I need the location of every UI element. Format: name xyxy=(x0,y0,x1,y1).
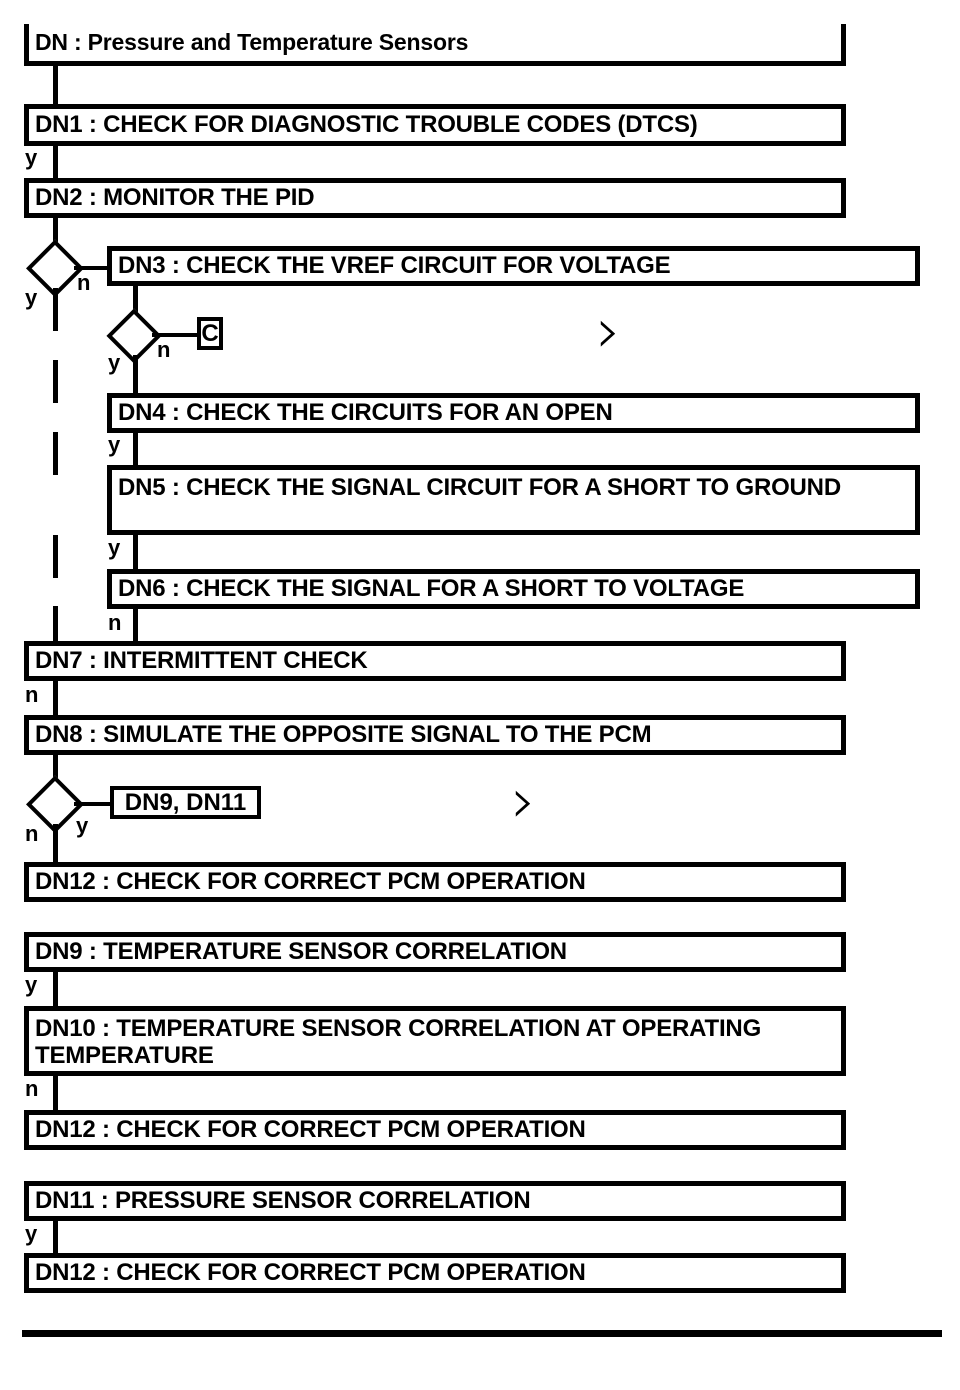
connector-dn10-to-dn12b xyxy=(53,1076,58,1110)
branch-label-dn1-yes: y xyxy=(25,145,38,170)
node-dn5[interactable]: DN5 : CHECK THE SIGNAL CIRCUIT FOR A SHO… xyxy=(107,465,920,535)
chevron-right-icon-top: › xyxy=(596,294,621,367)
node-dn10[interactable]: DN10 : TEMPERATURE SENSOR CORRELATION AT… xyxy=(24,1006,846,1076)
branch-label-decision2-no: n xyxy=(157,337,171,362)
node-dn4[interactable]: DN4 : CHECK THE CIRCUITS FOR AN OPEN xyxy=(107,393,920,433)
node-dn9-label: DN9 : TEMPERATURE SENSOR CORRELATION xyxy=(35,937,567,965)
offpage-connector-c-label: C xyxy=(201,319,219,347)
branch-label-dn4-yes: y xyxy=(108,432,121,457)
node-dn9[interactable]: DN9 : TEMPERATURE SENSOR CORRELATION xyxy=(24,932,846,972)
node-dn11[interactable]: DN11 : PRESSURE SENSOR CORRELATION xyxy=(24,1181,846,1221)
node-dn3[interactable]: DN3 : CHECK THE VREF CIRCUIT FOR VOLTAGE xyxy=(107,246,920,286)
node-dn12-a[interactable]: DN12 : CHECK FOR CORRECT PCM OPERATION xyxy=(24,862,846,902)
branch-label-decision2-yes: y xyxy=(108,350,121,375)
node-dn12-b-label: DN12 : CHECK FOR CORRECT PCM OPERATION xyxy=(35,1115,586,1143)
connector-dn9-to-dn10 xyxy=(53,972,58,1006)
decision-diamond-dn2[interactable] xyxy=(26,239,84,297)
connector-dn1-to-dn2 xyxy=(53,146,58,178)
branch-label-decision1-yes: y xyxy=(25,285,38,310)
connector-dn6-to-dn7 xyxy=(133,609,138,643)
connector-decision1-no-to-dn3 xyxy=(74,266,112,270)
node-dn12-c[interactable]: DN12 : CHECK FOR CORRECT PCM OPERATION xyxy=(24,1253,846,1293)
connector-dn2-to-decision1 xyxy=(53,218,58,248)
branch-label-dn7-no: n xyxy=(25,682,39,707)
connector-decision3-no-to-dn12a xyxy=(53,824,58,862)
node-dn3-label: DN3 : CHECK THE VREF CIRCUIT FOR VOLTAGE xyxy=(118,251,671,279)
node-dn-header[interactable]: DN : Pressure and Temperature Sensors xyxy=(24,24,846,66)
node-dn8[interactable]: DN8 : SIMULATE THE OPPOSITE SIGNAL TO TH… xyxy=(24,715,846,755)
connector-dn11-to-dn12c xyxy=(53,1221,58,1253)
trunk-yes-seg-1 xyxy=(53,288,58,331)
node-dn-header-label: DN : Pressure and Temperature Sensors xyxy=(35,28,469,55)
branch-label-dn11-yes: y xyxy=(25,1221,38,1246)
connector-decision3-yes-to-tag xyxy=(74,802,112,806)
connector-dn8-to-decision3 xyxy=(53,755,58,783)
node-dn1[interactable]: DN1 : CHECK FOR DIAGNOSTIC TROUBLE CODES… xyxy=(24,104,846,146)
offpage-connector-dn9-dn11[interactable]: DN9, DN11 xyxy=(110,786,261,819)
node-dn2-label: DN2 : MONITOR THE PID xyxy=(35,183,315,211)
trunk-yes-seg-3 xyxy=(53,432,58,475)
node-dn6[interactable]: DN6 : CHECK THE SIGNAL FOR A SHORT TO VO… xyxy=(107,569,920,609)
offpage-connector-dn9-dn11-label: DN9, DN11 xyxy=(124,788,247,816)
connector-header-to-dn1 xyxy=(53,66,58,104)
node-dn8-label: DN8 : SIMULATE THE OPPOSITE SIGNAL TO TH… xyxy=(35,720,652,748)
node-dn7-label: DN7 : INTERMITTENT CHECK xyxy=(35,646,368,674)
offpage-connector-c[interactable]: C xyxy=(197,317,223,350)
node-dn12-a-label: DN12 : CHECK FOR CORRECT PCM OPERATION xyxy=(35,867,586,895)
connector-dn7-to-dn8 xyxy=(53,681,58,715)
trunk-yes-seg-5 xyxy=(53,606,58,643)
trunk-yes-seg-2 xyxy=(53,360,58,403)
node-dn6-label: DN6 : CHECK THE SIGNAL FOR A SHORT TO VO… xyxy=(118,574,745,602)
branch-label-dn6-no: n xyxy=(108,610,122,635)
node-dn1-label: DN1 : CHECK FOR DIAGNOSTIC TROUBLE CODES… xyxy=(35,110,698,138)
node-dn11-label: DN11 : PRESSURE SENSOR CORRELATION xyxy=(35,1186,531,1214)
node-dn12-c-label: DN12 : CHECK FOR CORRECT PCM OPERATION xyxy=(35,1258,586,1286)
connector-dn4-to-dn5 xyxy=(133,433,138,465)
branch-label-decision1-no: n xyxy=(77,270,91,295)
branch-label-dn10-no: n xyxy=(25,1076,39,1101)
node-dn7[interactable]: DN7 : INTERMITTENT CHECK xyxy=(24,641,846,681)
connector-decision2-no-to-c xyxy=(152,333,198,337)
node-dn4-label: DN4 : CHECK THE CIRCUITS FOR AN OPEN xyxy=(118,398,613,426)
trunk-yes-seg-4 xyxy=(53,535,58,578)
connector-dn5-to-dn6 xyxy=(133,535,138,569)
connector-dn3-to-decision2 xyxy=(133,286,138,318)
chevron-right-icon-bottom: › xyxy=(511,764,536,837)
branch-label-decision3-yes: y xyxy=(76,813,89,838)
branch-label-dn5-yes: y xyxy=(108,535,121,560)
branch-label-dn9-yes: y xyxy=(25,972,38,997)
node-dn2[interactable]: DN2 : MONITOR THE PID xyxy=(24,178,846,218)
node-dn10-label: DN10 : TEMPERATURE SENSOR CORRELATION AT… xyxy=(35,1015,762,1069)
decision-diamond-dn8[interactable] xyxy=(26,775,84,833)
page-bottom-rule xyxy=(22,1330,942,1337)
node-dn5-label: DN5 : CHECK THE SIGNAL CIRCUIT FOR A SHO… xyxy=(118,474,841,501)
node-dn12-b[interactable]: DN12 : CHECK FOR CORRECT PCM OPERATION xyxy=(24,1110,846,1150)
connector-decision2-yes-to-dn4 xyxy=(133,355,138,393)
branch-label-decision3-no: n xyxy=(25,821,39,846)
